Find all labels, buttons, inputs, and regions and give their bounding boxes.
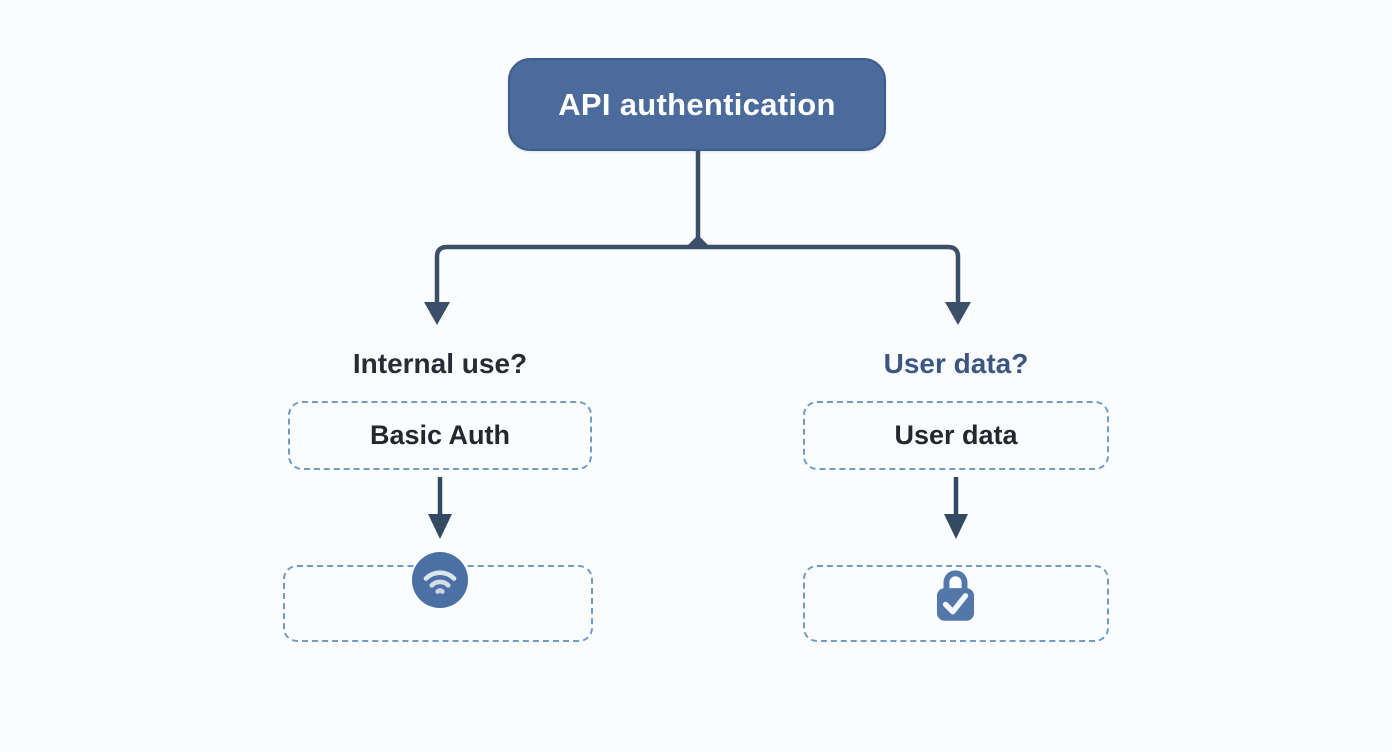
option-box-user-data: User data (803, 401, 1109, 470)
right-down-arrowhead-icon (944, 514, 968, 539)
option-box-basic-auth-label: Basic Auth (369, 420, 511, 450)
option-box-basic-auth: Basic Auth (288, 401, 592, 470)
option-box-user-data-label: User data (894, 420, 1018, 450)
result-box-user-data (803, 565, 1109, 642)
junction-bump (684, 235, 712, 249)
wifi-icon (411, 551, 469, 609)
branch-tee-line (434, 244, 961, 304)
lock-check-icon (932, 566, 979, 623)
root-node-label: API authentication (558, 86, 836, 122)
question-internal-use: Internal use? (352, 348, 528, 379)
right-branch-arrowhead-icon (945, 302, 971, 325)
root-node-api-authentication: API authentication (508, 58, 886, 151)
left-branch-arrowhead-icon (424, 302, 450, 325)
question-user-data: User data? (883, 348, 1029, 379)
left-down-arrowhead-icon (428, 514, 452, 539)
